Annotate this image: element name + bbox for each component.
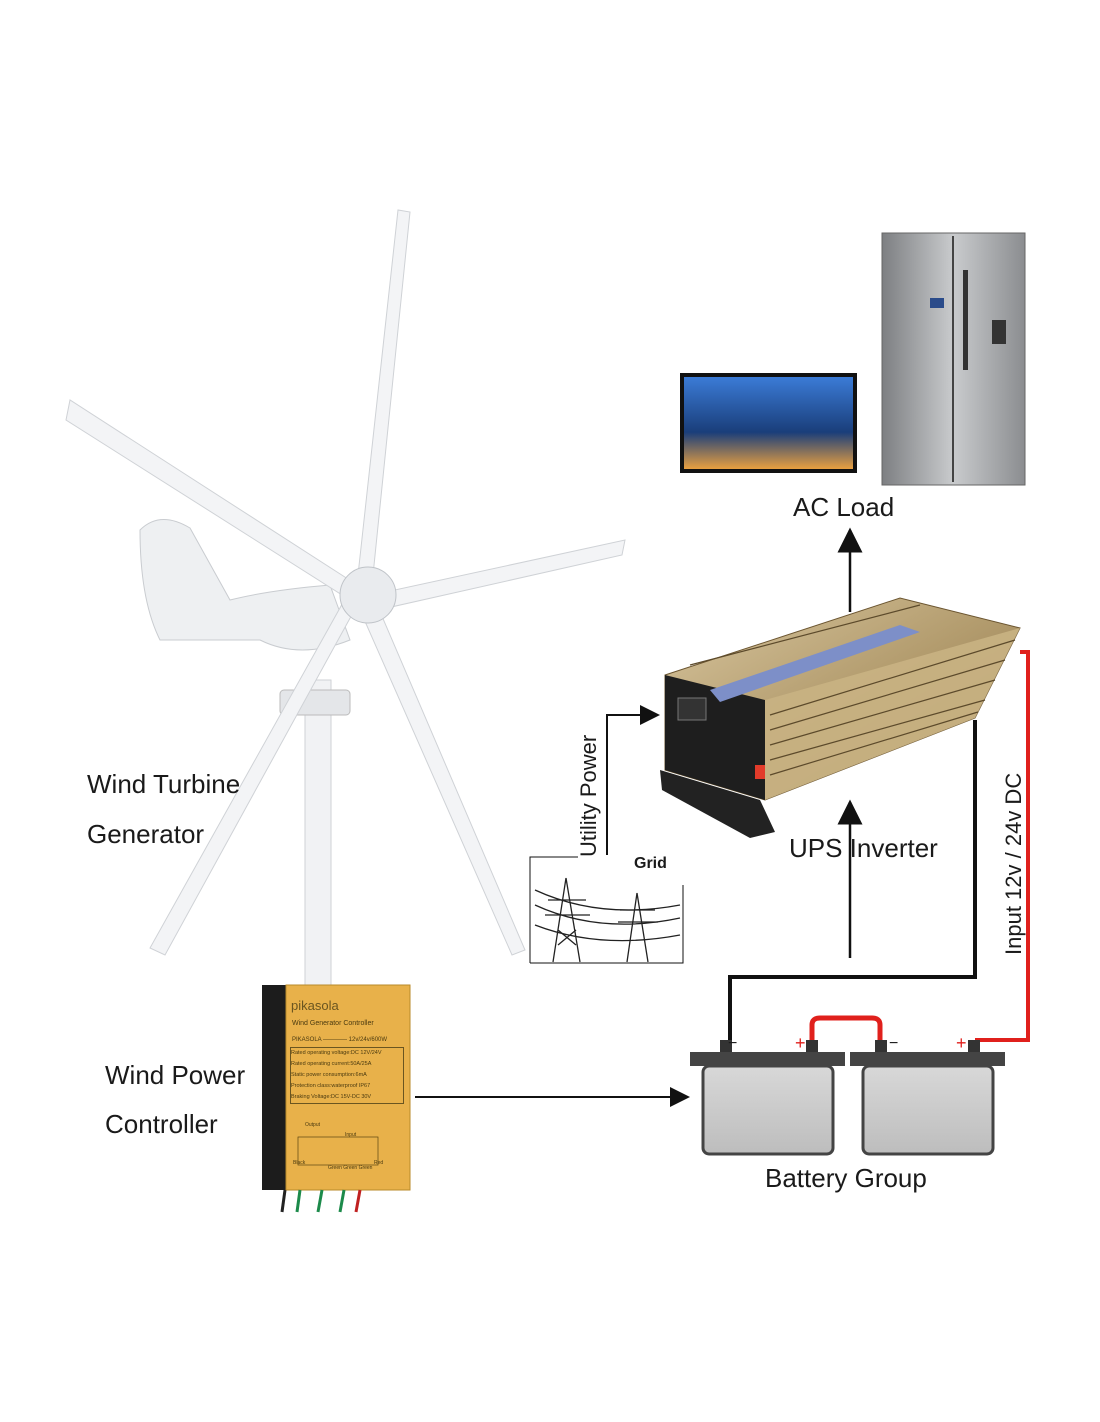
wind-turbine-label-line2: Generator <box>87 819 205 849</box>
controller-spec: Braking Voltage:DC 15V-DC 30V <box>291 1094 372 1100</box>
battery2-minus: − <box>889 1035 899 1052</box>
controller-spec: Rated operating voltage:DC 12V/24V <box>291 1050 382 1056</box>
utility-power-label: Utility Power <box>576 734 601 857</box>
red-jumper-wire <box>809 1015 883 1045</box>
wind-turbine-label-line1: Wind Turbine <box>87 769 241 799</box>
utility-power-arrow <box>606 705 660 855</box>
controller-input-label: Input <box>345 1132 357 1138</box>
red-wire <box>975 650 1030 1042</box>
controller-spec-list: Rated operating voltage:DC 12V/24V Rated… <box>290 1047 404 1104</box>
refrigerator-image <box>881 232 1026 486</box>
controller-spec: Protection class:waterproof IP67 <box>291 1083 371 1089</box>
ac-load-label: AC Load <box>793 492 895 522</box>
controller-red-label: Red <box>374 1160 384 1166</box>
controller-spec: Rated operating current:50A/25A <box>291 1061 372 1067</box>
controller-brand: pikasola <box>291 998 339 1013</box>
controller-spec: Static power consumption:6mA <box>291 1072 367 1078</box>
controller-title: Wind Generator Controller <box>292 1020 374 1027</box>
wind-turbine <box>65 209 626 991</box>
controller-black-label: Black <box>293 1160 306 1166</box>
wind-controller-label-line2: Controller <box>105 1109 218 1139</box>
controller-model: PIKASOLA ———— 12v/24v/600W <box>292 1037 388 1043</box>
input-dc-label: Input 12v / 24v DC <box>1001 772 1026 955</box>
black-wire <box>728 720 977 1048</box>
battery-2 <box>850 1040 1005 1156</box>
ups-inverter-image <box>660 597 1021 838</box>
controller-output-label: Output <box>305 1122 321 1128</box>
ups-inverter-label: UPS Inverter <box>789 833 938 863</box>
controller-green-label: Green Green Green <box>328 1165 373 1171</box>
tv-image <box>680 373 857 473</box>
wind-controller-image <box>262 984 411 1213</box>
grid-pylons-image <box>529 856 684 964</box>
wind-controller-label-line1: Wind Power <box>105 1060 246 1090</box>
battery1-plus: + <box>795 1033 806 1053</box>
battery1-minus: − <box>728 1035 738 1052</box>
grid-label: Grid <box>634 855 667 872</box>
battery-1 <box>690 1040 845 1156</box>
battery-group-label: Battery Group <box>765 1163 927 1193</box>
battery2-plus: + <box>956 1033 967 1053</box>
